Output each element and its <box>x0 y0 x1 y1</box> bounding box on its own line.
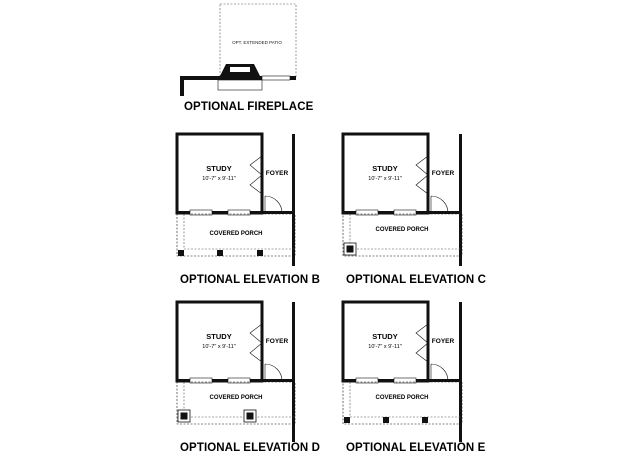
elevation-b-caption: OPTIONAL ELEVATION B <box>180 274 321 286</box>
covered-porch-label: COVERED PORCH <box>209 231 262 237</box>
window-b1 <box>189 209 213 216</box>
study-title: STUDY <box>372 332 397 341</box>
study-room <box>175 132 264 215</box>
study-room <box>341 300 430 383</box>
porch-column <box>178 250 184 256</box>
elevation-b-plan: STUDY 10'-7" x 9'-11" FOYER COVERED PORC… <box>175 132 296 266</box>
study-room <box>341 132 430 215</box>
covered-porch-label: COVERED PORCH <box>209 395 262 401</box>
porch-column <box>344 417 350 423</box>
fireplace-firebox <box>230 67 250 72</box>
elevation-d-caption: OPTIONAL ELEVATION D <box>180 442 321 454</box>
study-title: STUDY <box>206 164 231 173</box>
foyer-entry-door <box>430 363 449 382</box>
window-e2 <box>393 377 417 384</box>
foyer-label: FOYER <box>432 170 455 177</box>
porch-column <box>257 250 263 256</box>
right-exterior-wall <box>459 302 462 442</box>
foyer-label: FOYER <box>266 338 289 345</box>
study-double-door <box>249 323 263 363</box>
fireplace-plan: OPT. EXTENDED PATIO <box>180 3 297 96</box>
study-title: STUDY <box>206 332 231 341</box>
window-d2 <box>227 377 251 384</box>
elevation-e-plan: STUDY 10'-7" x 9'-11" FOYER COVERED PORC… <box>341 300 463 442</box>
porch-column-core <box>346 245 354 253</box>
house-wall-opening <box>261 75 291 81</box>
window-e1 <box>355 377 379 384</box>
house-wall-left <box>180 76 184 96</box>
study-dimensions: 10'-7" x 9'-11" <box>368 344 401 350</box>
covered-porch <box>342 213 463 257</box>
fireplace-hearth <box>217 79 263 91</box>
porch-column <box>422 417 428 423</box>
study-room <box>175 300 264 383</box>
window-d1 <box>189 377 213 384</box>
patio-label: OPT. EXTENDED PATIO <box>232 40 282 45</box>
foyer-entry-door <box>264 363 283 382</box>
right-exterior-wall <box>292 134 295 266</box>
study-double-door <box>415 155 429 195</box>
elevation-c-caption: OPTIONAL ELEVATION C <box>346 274 487 286</box>
covered-porch <box>176 381 296 425</box>
elevation-e-caption: OPTIONAL ELEVATION E <box>346 442 486 454</box>
elevation-c-plan: STUDY 10'-7" x 9'-11" FOYER COVERED PORC… <box>341 132 463 266</box>
study-dimensions: 10'-7" x 9'-11" <box>368 176 401 182</box>
foyer-label: FOYER <box>266 170 289 177</box>
covered-porch <box>176 213 296 257</box>
right-exterior-wall <box>292 302 295 442</box>
study-title: STUDY <box>372 164 397 173</box>
covered-porch-label: COVERED PORCH <box>375 227 428 233</box>
house-wall <box>180 76 296 80</box>
covered-porch <box>342 381 463 425</box>
study-dimensions: 10'-7" x 9'-11" <box>202 176 235 182</box>
window-c2 <box>393 209 417 216</box>
study-double-door <box>415 323 429 363</box>
elevation-d-plan: STUDY 10'-7" x 9'-11" FOYER COVERED PORC… <box>175 300 296 442</box>
porch-column <box>217 250 223 256</box>
covered-porch-label: COVERED PORCH <box>375 395 428 401</box>
fireplace-caption: OPTIONAL FIREPLACE <box>184 101 314 113</box>
window-c1 <box>355 209 379 216</box>
foyer-entry-door <box>430 195 449 214</box>
porch-column <box>383 417 389 423</box>
porch-column-core <box>246 412 254 420</box>
extended-patio-outline <box>219 3 297 79</box>
window-b2 <box>227 209 251 216</box>
study-dimensions: 10'-7" x 9'-11" <box>202 344 235 350</box>
foyer-entry-door <box>264 195 283 214</box>
right-exterior-wall <box>459 134 462 266</box>
porch-column-core <box>180 412 188 420</box>
foyer-label: FOYER <box>432 338 455 345</box>
study-double-door <box>249 155 263 195</box>
